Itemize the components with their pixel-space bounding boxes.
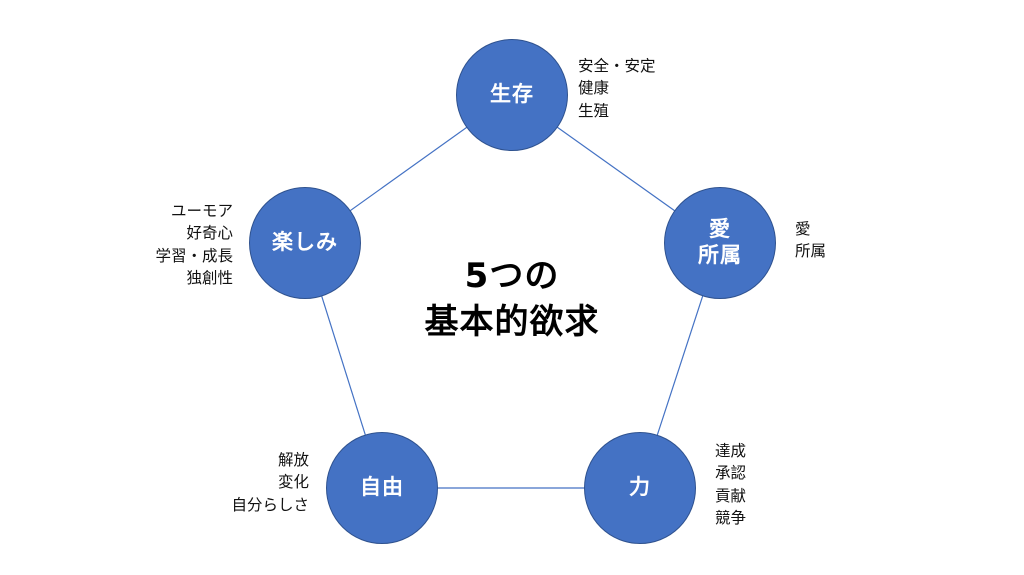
notes-freedom: 解放 変化 自分らしさ <box>231 451 309 514</box>
notes-fun: ユーモア 好奇心 学習・成長 独創性 <box>155 202 233 288</box>
notes-love: 愛 所属 <box>795 220 827 261</box>
diagram-title: 5つの 基本的欲求 <box>424 256 600 342</box>
need-node-fun: 楽しみ <box>249 187 361 299</box>
notes-survival: 安全・安定 健康 生殖 <box>578 57 656 120</box>
need-node-power: 力 <box>584 432 696 544</box>
need-node-love: 愛 所属 <box>664 187 776 299</box>
need-node-freedom: 自由 <box>326 432 438 544</box>
notes-power: 達成 承認 貢献 競争 <box>715 442 747 528</box>
need-node-survival: 生存 <box>456 39 568 151</box>
